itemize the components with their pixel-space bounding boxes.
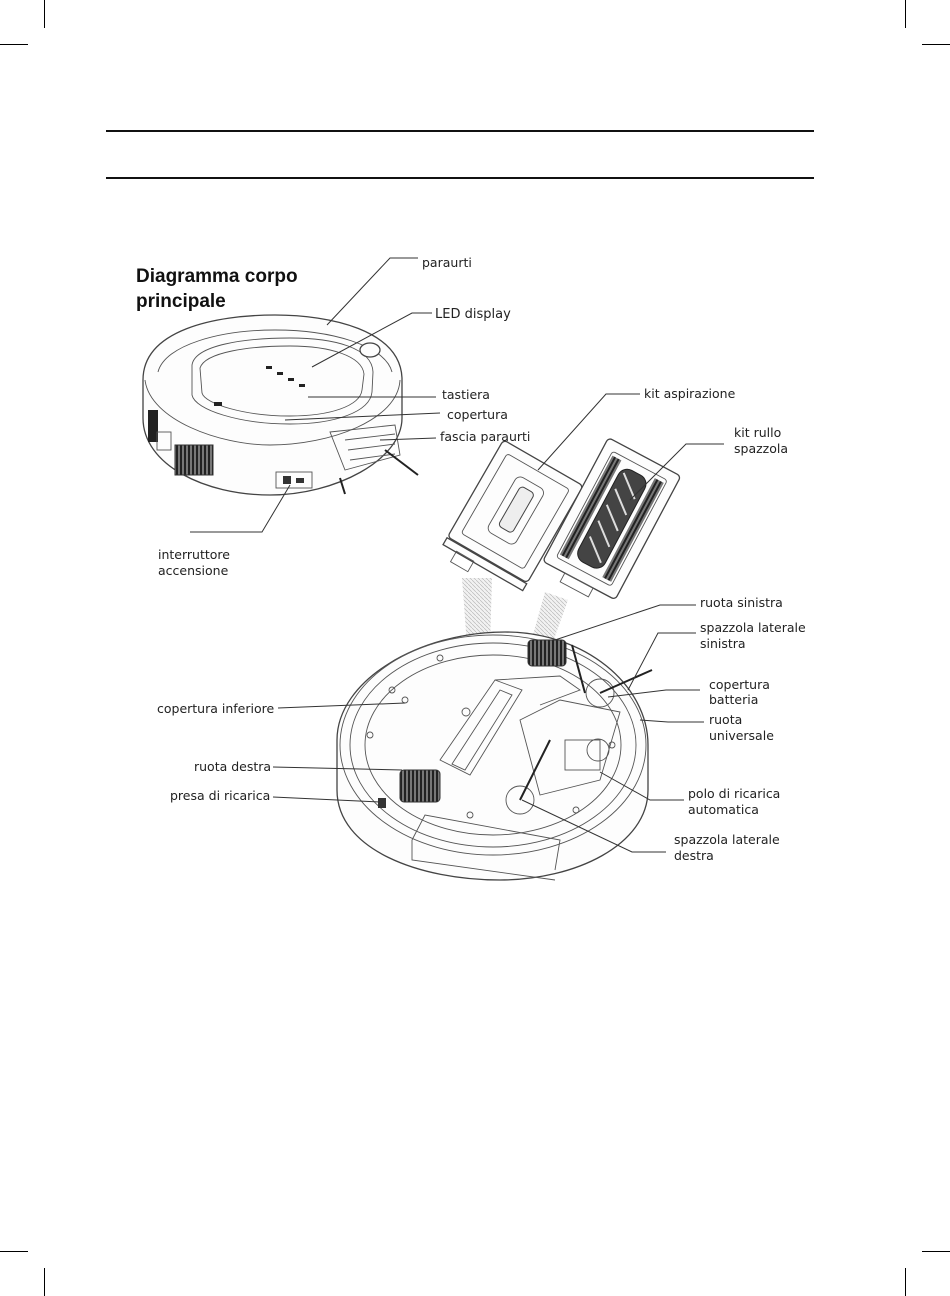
roller-brush-kit — [543, 438, 681, 599]
label-polo-ricarica-line1: polo di ricarica — [688, 786, 781, 801]
label-kit-aspirazione: kit aspirazione — [644, 386, 736, 401]
crop-mark-top-left-h — [0, 44, 28, 45]
header-rule-top — [106, 130, 814, 132]
diagram-title-line1: Diagramma corpo — [136, 266, 298, 287]
label-polo-ricarica-line2: automatica — [688, 802, 759, 817]
label-spazzola-laterale-sinistra-line2: sinistra — [700, 636, 746, 651]
label-ruota-universale-line2: universale — [709, 728, 774, 743]
crop-mark-top-left-v — [44, 0, 45, 28]
leader-lines — [190, 257, 724, 853]
label-ruota-universale-line1: ruota — [709, 712, 743, 727]
label-presa-ricarica: presa di ricarica — [170, 788, 271, 803]
label-led-display: LED display — [435, 307, 511, 322]
header-rule-bottom — [106, 177, 814, 179]
label-interruttore-line1: interruttore — [158, 547, 230, 562]
label-kit-rullo-line1: kit rullo — [734, 425, 782, 440]
diagram-title-line2: principale — [136, 291, 226, 312]
label-copertura-batteria-line1: copertura — [709, 677, 770, 692]
label-paraurti: paraurti — [422, 255, 472, 270]
label-spazzola-laterale-destra-line2: destra — [674, 848, 714, 863]
crop-mark-bottom-right-h — [922, 1251, 950, 1252]
crop-mark-top-right-h — [922, 44, 950, 45]
label-interruttore-line2: accensione — [158, 563, 229, 578]
label-spazzola-laterale-destra-line1: spazzola laterale — [674, 832, 780, 847]
crop-mark-bottom-right-v — [905, 1268, 906, 1296]
label-kit-rullo-line2: spazzola — [734, 441, 789, 456]
label-copertura: copertura — [447, 407, 508, 422]
label-copertura-batteria-line2: batteria — [709, 692, 759, 707]
robot-bottom-view — [336, 631, 653, 881]
label-fascia-paraurti: fascia paraurti — [440, 429, 531, 444]
crop-mark-top-right-v — [905, 0, 906, 28]
diagram-title: Diagramma corpo principale — [136, 264, 298, 314]
crop-mark-bottom-left-v — [44, 1268, 45, 1296]
label-ruota-sinistra: ruota sinistra — [700, 595, 783, 610]
label-copertura-inferiore: copertura inferiore — [157, 701, 275, 716]
robot-top-view — [142, 314, 419, 496]
vacuum-kit — [442, 440, 583, 592]
label-tastiera: tastiera — [442, 387, 490, 402]
label-ruota-destra: ruota destra — [194, 759, 272, 774]
label-spazzola-laterale-sinistra-line1: spazzola laterale — [700, 620, 806, 635]
crop-mark-bottom-left-h — [0, 1251, 28, 1252]
